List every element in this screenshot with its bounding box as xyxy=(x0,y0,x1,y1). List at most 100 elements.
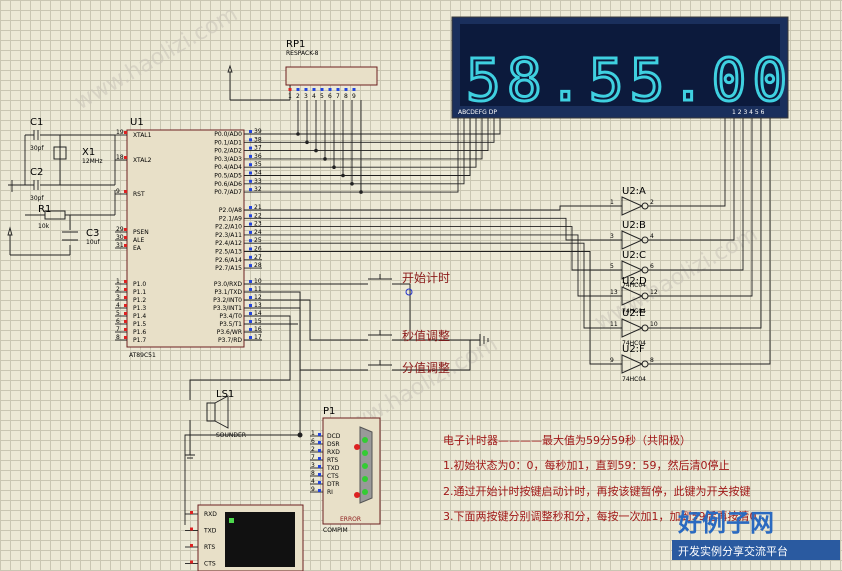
mcu-pin-marker[interactable] xyxy=(124,312,127,315)
terminal-pin-marker[interactable] xyxy=(190,511,193,514)
button-start[interactable]: 开始计时 xyxy=(250,271,450,340)
button-sec-adj[interactable]: 秒值调整 xyxy=(250,299,480,343)
inverter-out-pin: 2 xyxy=(650,199,654,206)
mcu-pin-name: P0.7/AD7 xyxy=(214,189,242,196)
com-pin-marker[interactable] xyxy=(318,457,321,460)
mcu-pin-marker[interactable] xyxy=(249,138,252,142)
terminal-pin-marker[interactable] xyxy=(190,527,193,531)
x1-ref: X1 xyxy=(82,147,95,158)
mcu-pin-num: 7 xyxy=(116,326,120,333)
mcu-pin-marker[interactable] xyxy=(124,336,127,339)
mcu-pin-marker[interactable] xyxy=(249,280,252,283)
mcu-pin-num: 27 xyxy=(254,254,262,261)
reset-circuit[interactable]: R1 10k C3 10uf xyxy=(7,190,116,256)
mcu-pin-name: P3.0/RXD xyxy=(214,281,242,288)
rp1-pin[interactable] xyxy=(352,88,356,91)
rp1-pin[interactable] xyxy=(312,88,316,91)
mcu-pin-marker[interactable] xyxy=(124,296,127,299)
rp1-pin[interactable] xyxy=(304,88,308,91)
com-pin-marker[interactable] xyxy=(318,473,321,476)
terminal-pin-marker[interactable] xyxy=(190,544,193,547)
sounder-ls1[interactable]: LS1 SOUNDER xyxy=(185,315,291,459)
rp1-pin[interactable] xyxy=(320,88,324,91)
mcu-pin-marker[interactable] xyxy=(249,222,252,226)
inverter-display-wire xyxy=(665,118,744,271)
com-pin-marker[interactable] xyxy=(318,441,321,444)
mcu-pin-marker[interactable] xyxy=(249,146,252,150)
mcu-pin-marker[interactable] xyxy=(124,156,127,159)
mcu-pin-marker[interactable] xyxy=(124,288,127,291)
mcu-pin-marker[interactable] xyxy=(124,320,127,323)
rp1-pin-num: 1 xyxy=(288,93,292,100)
mcu-pin-marker[interactable] xyxy=(249,171,252,175)
mcu-pin-name: P2.6/A14 xyxy=(215,257,242,264)
inverter-ref: U2:D xyxy=(622,276,647,287)
mcu-pin-marker[interactable] xyxy=(249,255,252,259)
mcu-pin-marker[interactable] xyxy=(249,328,252,331)
rp1-value: RESPACK-8 xyxy=(286,50,319,57)
led-icon xyxy=(362,450,368,456)
rp1-pin[interactable] xyxy=(328,88,332,91)
mcu-pin-marker[interactable] xyxy=(124,304,127,307)
mcu-pin-num: 17 xyxy=(254,334,262,341)
mcu-pin-marker[interactable] xyxy=(124,328,127,331)
min-adj-label: 分值调整 xyxy=(402,360,450,375)
mcu-pin-name: P1.7 xyxy=(133,337,146,344)
mcu-pin-marker[interactable] xyxy=(124,190,127,193)
mcu-pin-marker[interactable] xyxy=(124,228,127,231)
mcu-pin-marker[interactable] xyxy=(249,296,252,299)
mcu-pin-marker[interactable] xyxy=(249,206,252,209)
com-pin-marker[interactable] xyxy=(318,449,321,452)
mcu-pin-marker[interactable] xyxy=(249,247,252,251)
mcu-pin-marker[interactable] xyxy=(124,280,127,283)
com-pin-marker[interactable] xyxy=(318,433,321,436)
mcu-pin-name: P3.6/WR xyxy=(217,329,242,336)
rp1-pin[interactable] xyxy=(344,88,348,91)
rp1-pin-num: 9 xyxy=(352,93,356,100)
com-pin-num: 4 xyxy=(311,478,315,485)
mcu-pin-marker[interactable] xyxy=(249,320,252,323)
com-pin-marker[interactable] xyxy=(318,489,321,492)
mcu-pin-marker[interactable] xyxy=(124,236,127,239)
rp1-pin-num: 2 xyxy=(296,93,300,100)
rp1-pin[interactable] xyxy=(296,88,300,91)
com-pin-marker[interactable] xyxy=(318,481,321,484)
mcu-pin-marker[interactable] xyxy=(249,214,252,218)
note-line2: 2.通过开始计时按键启动计时，再按该键暂停，此键为开关按键 xyxy=(443,484,751,498)
mcu-pin-marker[interactable] xyxy=(124,244,127,247)
seven-seg-display[interactable]: 58.55.00 ABCDEFG DP 1 2 3 4 5 6 xyxy=(451,16,793,119)
mcu-pin-marker[interactable] xyxy=(124,131,127,134)
button-min-adj[interactable]: 分值调整 xyxy=(250,307,489,375)
p2-inverter-wire xyxy=(262,234,605,297)
mcu-pin-marker[interactable] xyxy=(249,163,252,167)
mcu-pin-marker[interactable] xyxy=(249,154,252,158)
mcu-pin-num: 25 xyxy=(254,237,262,244)
rp1-pin[interactable] xyxy=(336,88,340,91)
mcu-pin-marker[interactable] xyxy=(249,179,252,183)
mcu-pin-name: P2.0/A8 xyxy=(219,207,242,214)
mcu-pin-marker[interactable] xyxy=(249,288,252,291)
mcu-pin-marker[interactable] xyxy=(249,264,252,268)
mcu-pin-marker[interactable] xyxy=(249,188,252,192)
inverter-in-pin: 5 xyxy=(610,263,614,270)
mcu-pin-marker[interactable] xyxy=(249,304,252,307)
mcu-pin-marker[interactable] xyxy=(249,312,252,315)
mcu-pin-marker[interactable] xyxy=(249,239,252,243)
com-pin-num: 6 xyxy=(311,438,315,445)
oscillator-circuit[interactable]: C1 30pf C2 30pf X1 12MHz xyxy=(8,117,116,202)
mcu-pin-marker[interactable] xyxy=(249,336,252,339)
x1-value: 12MHz xyxy=(82,158,102,165)
c1-ref: C1 xyxy=(30,117,43,128)
com-pin-name: RTS xyxy=(327,457,338,464)
mcu-pin-name: P1.5 xyxy=(133,321,146,328)
com-pin-marker[interactable] xyxy=(318,465,321,468)
rp1-pin[interactable] xyxy=(288,88,292,91)
mcu-pin-marker[interactable] xyxy=(249,230,252,234)
terminal-pin-marker[interactable] xyxy=(190,560,193,564)
mcu-pin-marker[interactable] xyxy=(249,130,252,133)
